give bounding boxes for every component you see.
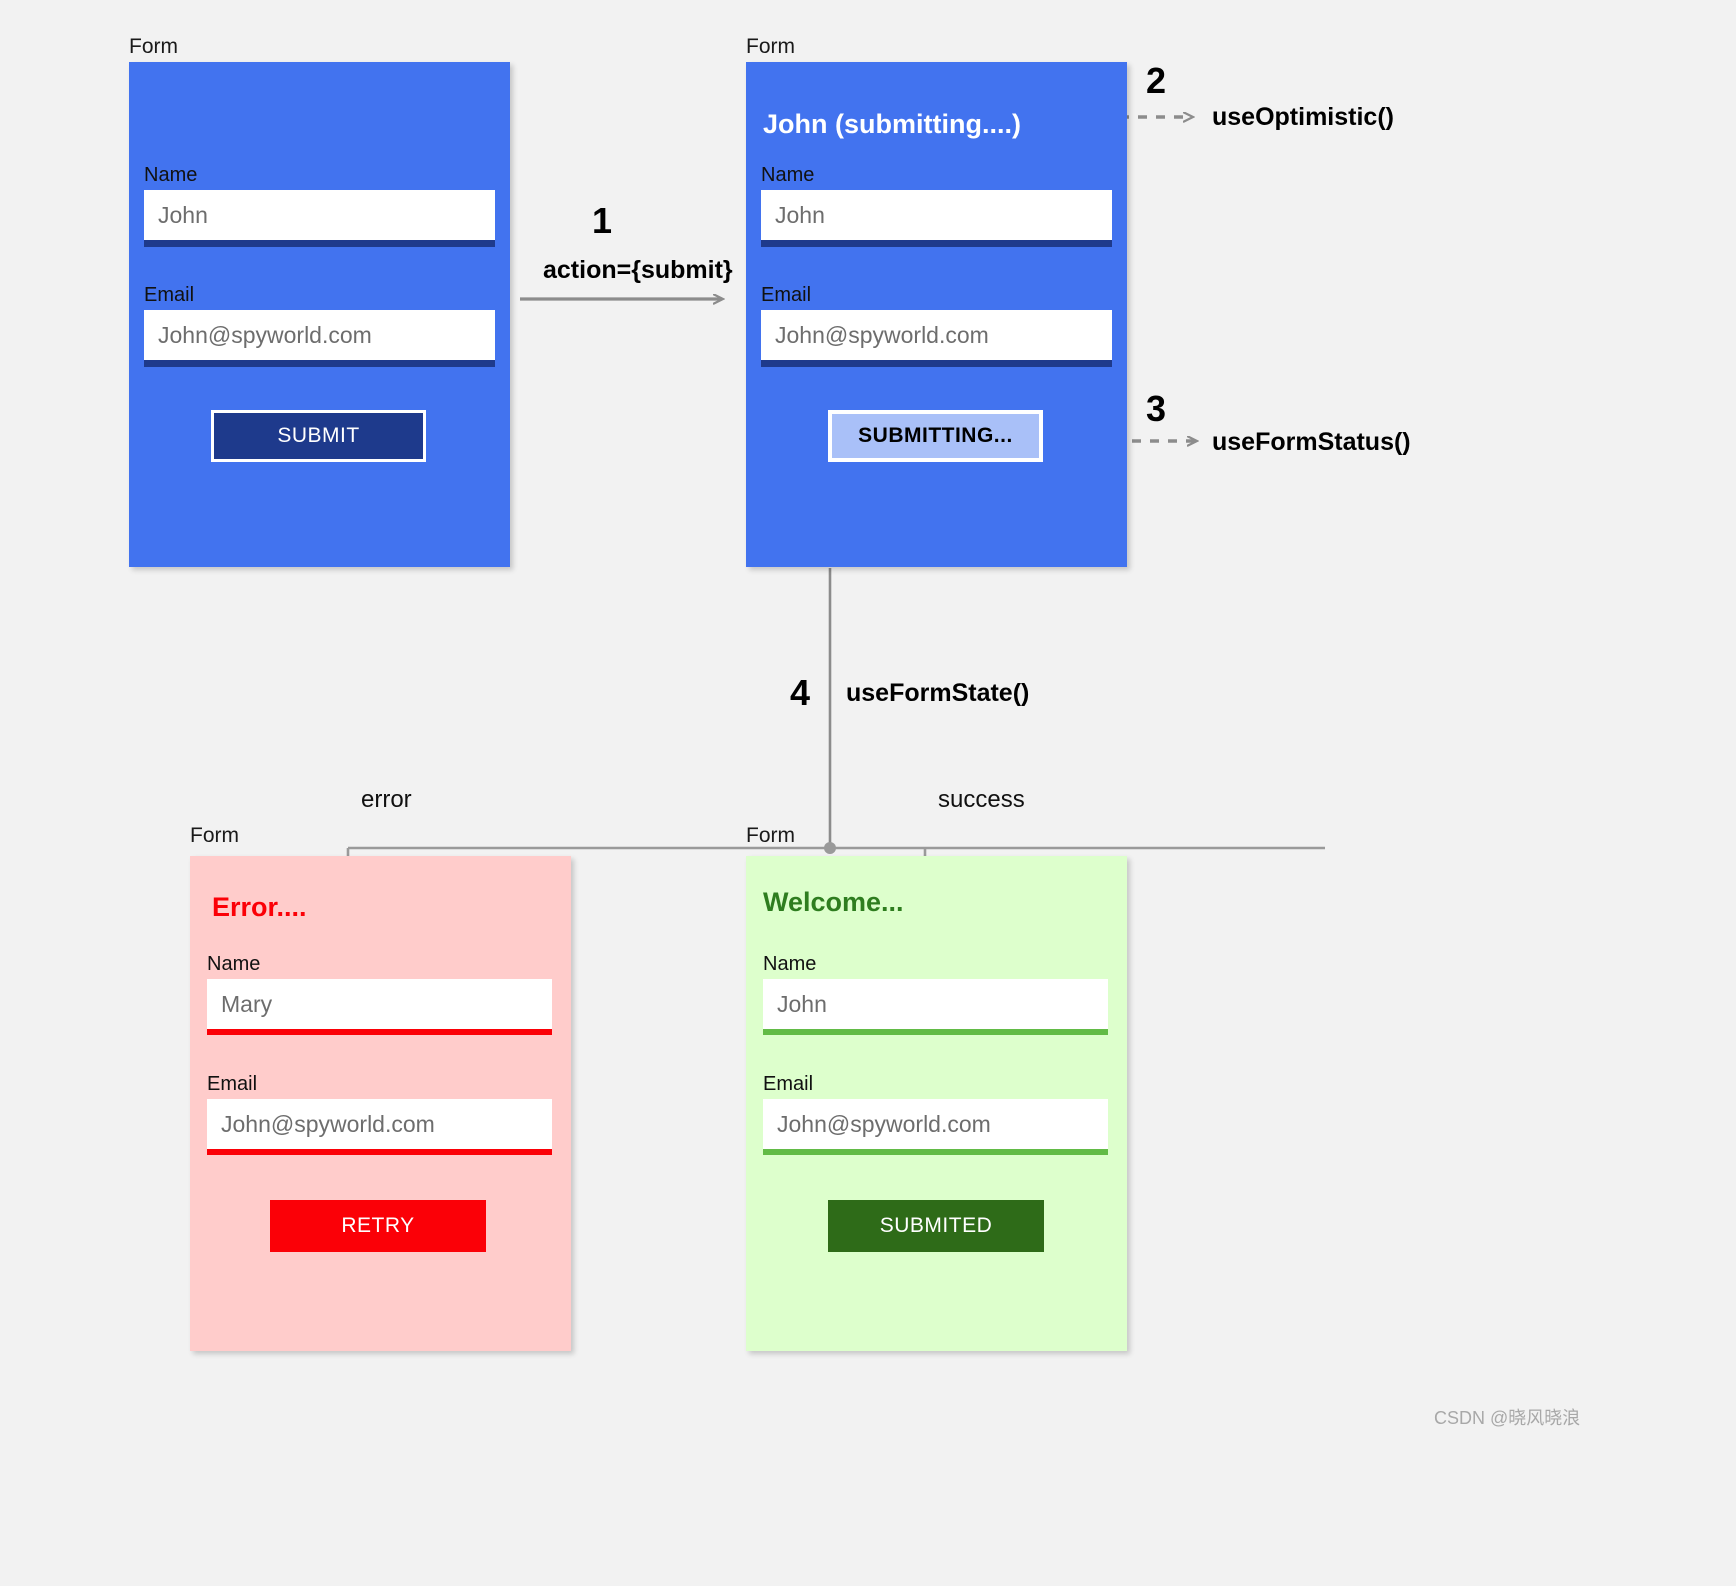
input-name-value: Mary — [221, 990, 273, 1017]
form-card-submitting: John (submitting....) Name John Email Jo… — [746, 62, 1127, 567]
error-title: Error.... — [212, 892, 307, 922]
field-label-email: Email — [144, 284, 195, 306]
form-card-success: Welcome... Name John Email John@spyworld… — [746, 856, 1127, 1351]
field-name-success: Name John — [763, 952, 1108, 1035]
watermark: CSDN @晓风晓浪 — [1434, 1408, 1581, 1428]
branch-label-success: success — [938, 786, 1025, 813]
field-email-success: Email John@spyworld.com — [763, 1072, 1108, 1155]
step-2-label: useOptimistic() — [1212, 103, 1394, 131]
input-email[interactable]: John@spyworld.com — [207, 1099, 552, 1149]
form-card-initial: Name John Email John@spyworld.com SUBMIT — [129, 62, 510, 567]
field-name-submitting: Name John — [761, 163, 1112, 247]
input-underline — [761, 240, 1112, 247]
card-caption-error: Form — [190, 824, 239, 847]
field-label-name: Name — [207, 953, 261, 975]
step-1-number: 1 — [592, 200, 613, 241]
input-email[interactable]: John@spyworld.com — [761, 310, 1112, 360]
field-name-initial: Name John — [144, 163, 495, 247]
input-email[interactable]: John@spyworld.com — [763, 1099, 1108, 1149]
input-underline — [207, 1029, 552, 1035]
step-3-label: useFormStatus() — [1212, 428, 1411, 456]
input-underline — [763, 1029, 1108, 1035]
field-label-name: Name — [761, 164, 815, 186]
input-name-value: John — [775, 201, 825, 228]
input-name[interactable]: John — [763, 979, 1108, 1029]
field-email-error: Email John@spyworld.com — [207, 1072, 552, 1155]
welcome-title: Welcome... — [763, 887, 904, 917]
optimistic-title: John (submitting....) — [763, 109, 1021, 139]
card-caption-initial: Form — [129, 35, 178, 58]
input-underline — [207, 1149, 552, 1155]
submited-button[interactable]: SUBMITED — [828, 1200, 1044, 1252]
input-underline — [144, 240, 495, 247]
input-underline — [144, 360, 495, 367]
input-name-value: John — [158, 201, 208, 228]
input-name[interactable]: John — [761, 190, 1112, 240]
step-3-number: 3 — [1146, 388, 1167, 429]
retry-button[interactable]: RETRY — [270, 1200, 486, 1252]
field-email-submitting: Email John@spyworld.com — [761, 283, 1112, 367]
submitting-button[interactable]: SUBMITTING... — [828, 410, 1043, 462]
input-underline — [761, 360, 1112, 367]
field-label-email: Email — [207, 1073, 258, 1095]
input-email-value: John@spyworld.com — [158, 321, 372, 348]
field-label-email: Email — [763, 1073, 814, 1095]
field-name-error: Name Mary — [207, 952, 552, 1035]
card-caption-submitting: Form — [746, 35, 795, 58]
input-name-value: John — [777, 990, 827, 1017]
input-email-value: John@spyworld.com — [221, 1110, 435, 1137]
input-name[interactable]: John — [144, 190, 495, 240]
branch-label-error: error — [361, 786, 412, 813]
input-email-value: John@spyworld.com — [775, 321, 989, 348]
input-email[interactable]: John@spyworld.com — [144, 310, 495, 360]
field-label-email: Email — [761, 284, 812, 306]
field-label-name: Name — [144, 164, 198, 186]
step-2-number: 2 — [1146, 60, 1167, 101]
input-email-value: John@spyworld.com — [777, 1110, 991, 1137]
submit-button[interactable]: SUBMIT — [211, 410, 426, 462]
step-4-label: useFormState() — [846, 679, 1030, 707]
field-email-initial: Email John@spyworld.com — [144, 283, 495, 367]
step-1-label: action={submit} — [543, 256, 733, 284]
input-underline — [763, 1149, 1108, 1155]
field-label-name: Name — [763, 953, 817, 975]
form-card-error: Error.... Name Mary Email John@spyworld.… — [190, 856, 571, 1351]
input-name[interactable]: Mary — [207, 979, 552, 1029]
step-4-number: 4 — [790, 672, 811, 713]
card-caption-success: Form — [746, 824, 795, 847]
